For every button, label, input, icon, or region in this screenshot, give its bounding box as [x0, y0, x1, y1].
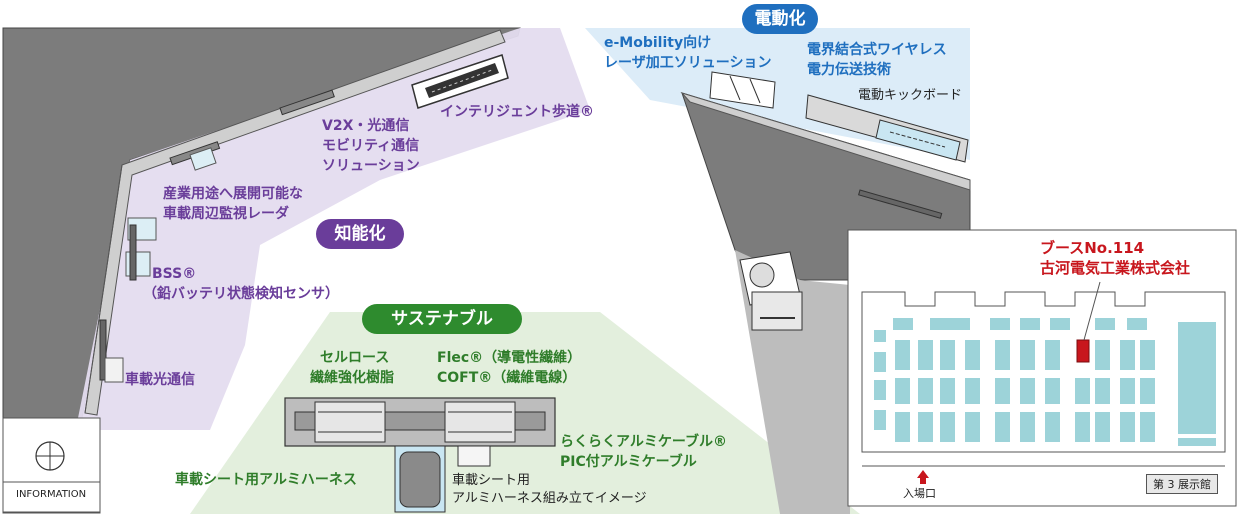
- label-v2x-3: ソリューション: [322, 158, 420, 174]
- intelligent-walkway-unit: [411, 54, 509, 109]
- label-emobility-2: レーザ加工ソリューション: [604, 55, 772, 71]
- label-v2x-2: モビリティ通信: [322, 138, 420, 154]
- label-radar-2: 車載周辺監視レーダ: [163, 206, 289, 222]
- right-booth-wall: [680, 92, 971, 191]
- label-flec: Flec®（導電性繊維）: [437, 350, 582, 366]
- optical-comm-exhibit: [99, 319, 107, 381]
- label-pic-cable: PIC付アルミケーブル: [560, 454, 697, 470]
- v2x-exhibit: [279, 89, 335, 116]
- label-harness-image-2: アルミハーネス組み立てイメージ: [452, 491, 647, 506]
- sustainable-table: [284, 397, 556, 447]
- label-cellulose-2: 繊維強化樹脂: [310, 370, 394, 386]
- booth-number: ブースNo.114: [1040, 239, 1145, 257]
- label-coft: COFT®（繊維電線）: [437, 370, 577, 386]
- label-wireless-2: 電力伝送技術: [807, 62, 891, 78]
- zone-pill-electrification: 電動化: [742, 4, 818, 34]
- bss-exhibit: [129, 224, 137, 281]
- purple-zone: [78, 28, 590, 430]
- label-optical-comm: 車載光通信: [125, 372, 195, 388]
- entrance-arrow-icon: [917, 470, 929, 484]
- booth-highlight: [1076, 339, 1090, 363]
- label-harness-image-1: 車載シート用: [452, 473, 531, 488]
- label-rakuraku: らくらくアルミケーブル®: [560, 434, 728, 450]
- seat-harness-display: [394, 445, 491, 513]
- label-radar-1: 産業用途へ展開可能な: [163, 186, 303, 202]
- label-intelligent-walkway: インテリジェント歩道®: [440, 104, 594, 120]
- wireless-power-exhibit: [805, 94, 969, 163]
- label-v2x-1: V2X・光通信: [322, 118, 410, 134]
- label-seat-harness: 車載シート用アルミハーネス: [175, 472, 357, 488]
- label-bss-2: （鉛バッテリ状態検知センサ）: [143, 286, 339, 302]
- kickboard-display: [739, 251, 803, 331]
- label-wireless-1: 電界結合式ワイヤレス: [807, 42, 947, 58]
- information-label: INFORMATION: [16, 489, 87, 500]
- label-emobility-1: e-Mobility向け: [604, 35, 712, 51]
- label-kickboard: 電動キックボード: [858, 88, 963, 103]
- hall-label: 第 3 展示館: [1146, 474, 1218, 494]
- zone-pill-sustainable: サステナブル: [362, 304, 522, 334]
- zone-pill-intelligence: 知能化: [316, 219, 404, 249]
- entrance-label: 入場口: [903, 487, 936, 500]
- laser-processing-exhibit: [709, 71, 776, 109]
- label-bss-1: BSS®: [152, 266, 197, 282]
- floor-map: [847, 229, 1237, 507]
- radar-device: [189, 147, 217, 171]
- booth-company: 古河電気工業株式会社: [1040, 259, 1191, 277]
- optical-comm-device: [104, 357, 124, 383]
- label-cellulose-1: セルロース: [320, 350, 390, 366]
